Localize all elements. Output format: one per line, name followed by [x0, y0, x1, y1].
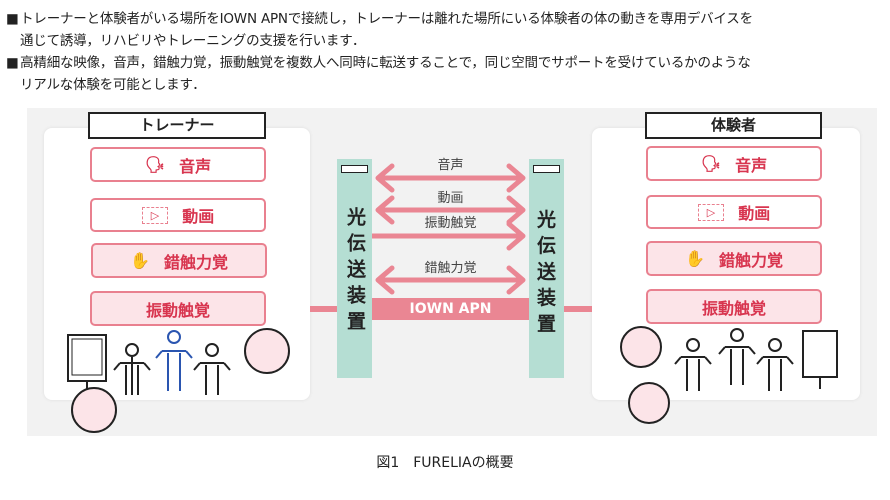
device-label: 光伝送装置	[344, 207, 366, 337]
trainer-people-illustration	[67, 328, 290, 433]
box-label: 音声	[735, 155, 768, 175]
arrow-label-video: 動画	[437, 191, 464, 206]
trainer-title: トレーナー	[88, 112, 266, 139]
arrow-label-audio: 音声	[437, 158, 464, 173]
box-label: 錯触力覚	[163, 252, 228, 272]
hand-icon: ✋	[130, 251, 150, 270]
audio-arrow	[375, 163, 526, 193]
figure-caption: 図1 FURELIAの概要	[376, 455, 514, 471]
bullet-text: リアルな体験を可能とします．	[20, 77, 206, 93]
hand-icon: ✋	[685, 249, 705, 268]
device-char: 置	[536, 313, 556, 335]
iown-apn-bar: IOWN APN	[372, 298, 529, 320]
arrow-label-vibration: 振動触覚	[424, 216, 477, 231]
haptic-arrow	[375, 265, 526, 295]
bullet-text: 通じて誘導，リハビリやトレーニングの支援を行います．	[20, 33, 366, 49]
device-char: 装	[536, 287, 556, 309]
arrows	[372, 163, 526, 295]
box-label: 動画	[182, 207, 215, 226]
bullet-mark: ■	[6, 11, 19, 27]
device-char: 光	[536, 209, 556, 231]
device-char: 送	[536, 261, 556, 283]
bullet-1: ■ トレーナーと体験者がいる場所をIOWN APNで接続し，トレーナーは離れた場…	[6, 8, 886, 52]
right-optical-transmission-device: 光伝送装置	[529, 159, 564, 378]
video-icon: ▷	[141, 206, 169, 224]
box-label: 振動触覚	[701, 298, 766, 318]
device-port-icon	[533, 165, 560, 173]
box-label: 音声	[179, 156, 212, 176]
participant-title: 体験者	[645, 112, 822, 139]
participant-haptic-box: ✋ 錯触力覚	[646, 241, 822, 276]
box-label: 錯触力覚	[718, 250, 783, 270]
left-optical-transmission-device: 光伝送装置	[337, 159, 372, 378]
trainer-video-box: ▷ 動画	[90, 198, 266, 232]
bullet-mark: ■	[6, 55, 19, 71]
bullet-text: 高精細な映像，音声，錯触力覚，振動触覚を複数人へ同時に転送することで，同じ空間で…	[20, 55, 751, 71]
arrow-label-haptic: 錯触力覚	[424, 261, 477, 276]
right-link-line	[564, 306, 592, 312]
video-icon: ▷	[697, 203, 725, 221]
trainer-vibration-box: 振動触覚	[90, 291, 266, 326]
voice-icon: 🗣	[700, 154, 722, 173]
voice-icon: 🗣	[144, 155, 166, 174]
box-label: 動画	[738, 204, 771, 223]
video-arrow	[375, 195, 526, 225]
bullet-text: トレーナーと体験者がいる場所をIOWN APNで接続し，トレーナーは離れた場所に…	[20, 11, 753, 27]
vibration-arrow	[372, 221, 526, 251]
participant-audio-box: 🗣 音声	[646, 146, 822, 181]
trainer-haptic-box: ✋ 錯触力覚	[91, 243, 267, 278]
device-port-icon	[341, 165, 368, 173]
trainer-audio-box: 🗣 音声	[90, 147, 266, 182]
participant-video-box: ▷ 動画	[646, 195, 822, 229]
participant-people-illustration	[620, 326, 838, 424]
device-char: 伝	[536, 235, 556, 257]
left-link-line	[310, 306, 337, 312]
box-label: 振動触覚	[145, 300, 210, 320]
participant-vibration-box: 振動触覚	[646, 289, 822, 324]
bullet-2: ■ 高精細な映像，音声，錯触力覚，振動触覚を複数人へ同時に転送することで，同じ空…	[6, 52, 886, 96]
